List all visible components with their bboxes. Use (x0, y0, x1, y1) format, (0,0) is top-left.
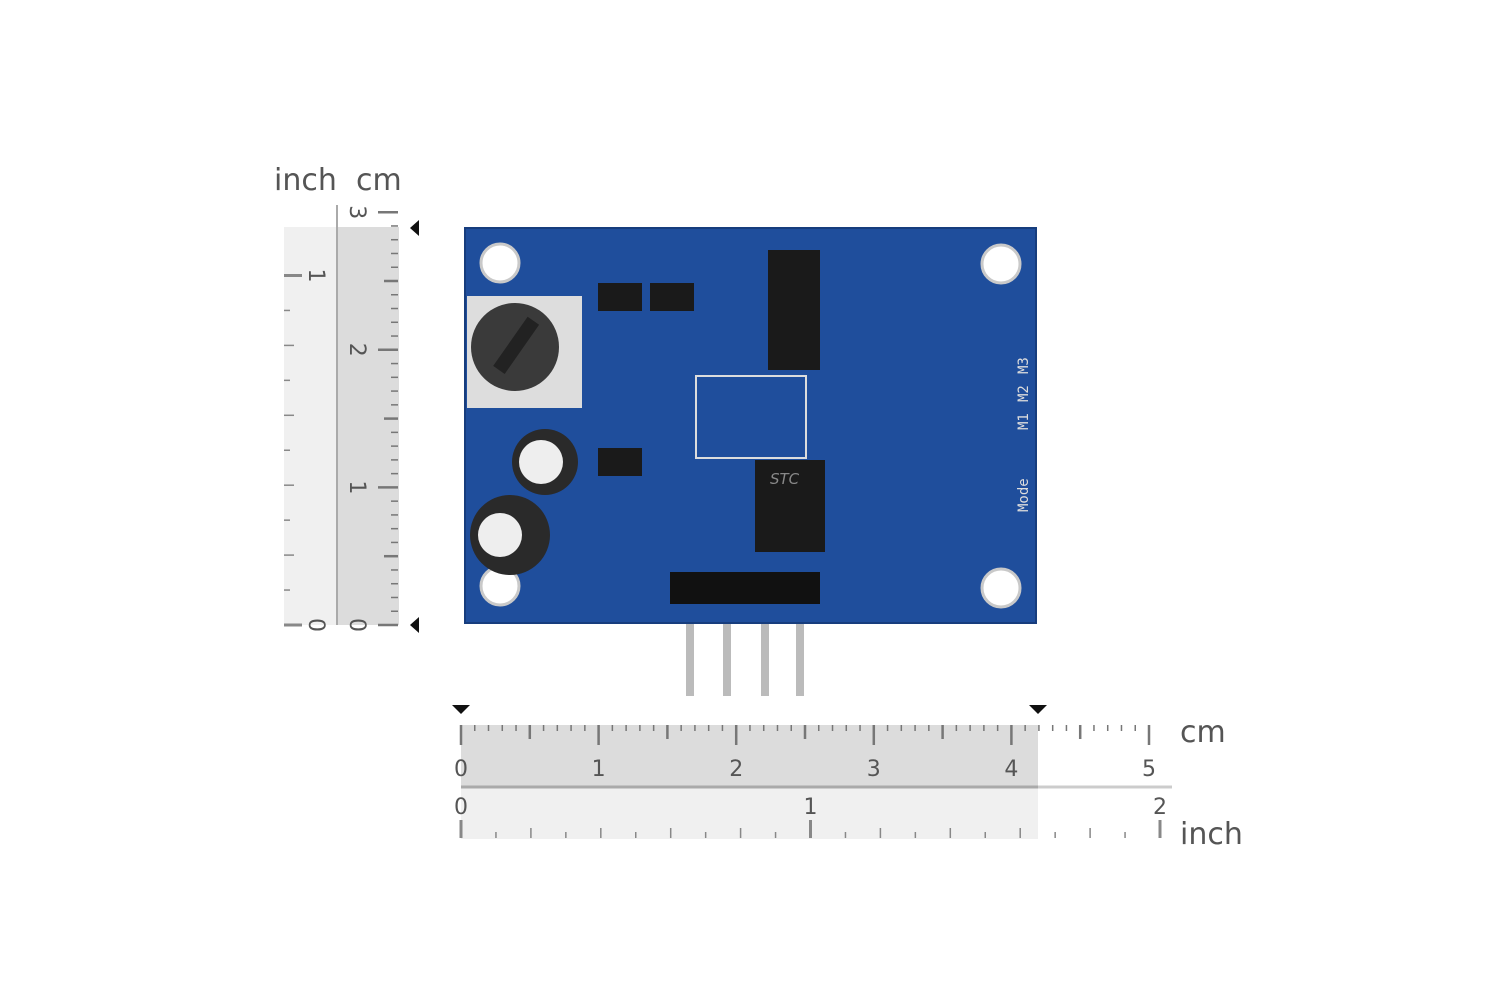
inch-unit-label-h: inch (1180, 817, 1243, 852)
cm-tick-label: 2 (729, 757, 743, 782)
cm-tick-label: 1 (344, 480, 369, 494)
inch-tick-label: 0 (303, 618, 328, 632)
cm-tick-label: 0 (344, 618, 369, 632)
m1-label: M1 (1016, 413, 1032, 430)
inch-unit-label: inch (274, 163, 337, 198)
inch-tick-label: 1 (804, 795, 818, 820)
ic-chip (768, 250, 820, 370)
cm-unit-label: cm (356, 163, 402, 198)
bottom-marker-icon (410, 617, 419, 633)
m2-label: M2 (1016, 385, 1032, 402)
top-marker-icon (410, 220, 419, 236)
cm-tick-label: 3 (867, 757, 881, 782)
m3-label: M3 (1016, 357, 1032, 374)
cm-tick-label: 4 (1004, 757, 1018, 782)
chip-label: STC (770, 470, 800, 488)
header-pins (686, 600, 804, 696)
cm-tick-label: 5 (1142, 757, 1156, 782)
cm-tick-label: 3 (344, 205, 369, 219)
horizontal-ruler: 0 1 2 3 4 5 0 1 2 cm inch (452, 705, 1243, 852)
cm-unit-label-h: cm (1180, 715, 1226, 750)
inch-tick-label: 0 (454, 795, 468, 820)
left-marker-icon (452, 705, 470, 714)
mcu-chip (755, 460, 825, 552)
mode-label: Mode (1016, 478, 1032, 512)
header-housing (670, 572, 820, 604)
cm-tick-label: 1 (592, 757, 606, 782)
cm-tick-label: 0 (454, 757, 468, 782)
vertical-ruler: 0 1 2 3 0 1 inch cm (274, 163, 419, 633)
inch-tick-label: 1 (303, 268, 328, 282)
inch-tick-label: 2 (1153, 795, 1167, 820)
pcb-board: STC M1 M2 M3 Mode (464, 227, 1037, 696)
cm-tick-label: 2 (344, 343, 369, 357)
right-marker-icon (1029, 705, 1047, 714)
